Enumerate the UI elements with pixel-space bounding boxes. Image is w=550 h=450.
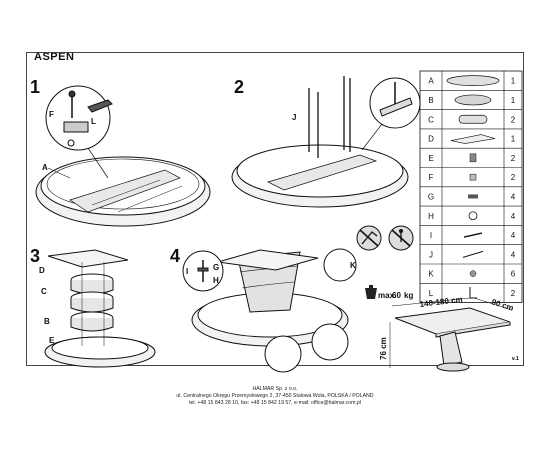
footer-company: HALMAR Sp. z o.o. [252, 386, 298, 392]
label-k: K [350, 261, 356, 270]
label-e: E [49, 336, 55, 345]
dimension-width: 90 cm [490, 297, 514, 313]
part-letter: B [428, 96, 433, 105]
part-letter: C [428, 115, 434, 124]
part-quantity: 2 [511, 154, 516, 163]
part-letter: J [429, 250, 433, 259]
weight-unit: kg [404, 291, 413, 300]
step4-table-illustration [182, 248, 357, 373]
part-k-icon [469, 270, 477, 277]
label-f: F [49, 110, 54, 119]
part-letter: D [428, 135, 434, 144]
weight-prefix: max. [378, 291, 396, 300]
part-i-icon [463, 232, 483, 238]
label-g: G [213, 263, 219, 272]
label-h: H [213, 276, 219, 285]
part-g-icon [468, 194, 478, 199]
step-3-number: 3 [30, 246, 40, 266]
part-letter: A [428, 77, 434, 86]
footer-contact: tel. +48 15 843 28 10, fax: +48 15 842 1… [189, 400, 361, 406]
label-j: J [292, 113, 296, 122]
part-quantity: 4 [511, 250, 516, 259]
dimension-length: 140-180 cm [419, 295, 463, 309]
footer-address: ul. Centralnego Okręgu Przemysłowego 2, … [176, 393, 374, 399]
label-b: B [44, 317, 50, 326]
no-standing-warning-icon [388, 225, 414, 251]
part-quantity: 4 [511, 231, 516, 240]
dimension-height: 76 cm [379, 337, 388, 360]
weight-icon [365, 285, 377, 299]
label-l: L [91, 117, 96, 126]
part-quantity: 2 [511, 289, 516, 298]
dimension-drawing [389, 297, 513, 372]
part-quantity: 1 [511, 96, 516, 105]
part-b-icon [454, 94, 492, 106]
part-h-icon [468, 211, 478, 221]
product-title: ASPEN [34, 51, 75, 63]
part-letter: G [428, 192, 434, 201]
leader-a [47, 167, 71, 179]
part-quantity: 2 [511, 115, 516, 124]
part-quantity: 1 [511, 135, 516, 144]
step1-table-illustration [35, 85, 211, 227]
part-quantity: 6 [511, 270, 516, 279]
part-letter: H [428, 212, 434, 221]
step-4-number: 4 [170, 246, 180, 266]
step3-base-illustration [44, 249, 156, 368]
part-j-icon [462, 250, 484, 258]
part-l-icon [469, 286, 477, 299]
part-letter: L [429, 289, 434, 298]
part-quantity: 1 [511, 77, 516, 86]
part-letter: F [429, 173, 434, 182]
no-climbing-warning-icon [356, 225, 382, 251]
weight-value: 60 [392, 291, 401, 300]
part-letter: E [428, 154, 433, 163]
part-letter: K [428, 270, 434, 279]
label-d: D [39, 266, 45, 275]
part-a-icon [446, 75, 500, 87]
version-label: v.1 [511, 356, 519, 362]
part-f-icon [469, 173, 477, 181]
part-quantity: 4 [511, 212, 516, 221]
part-quantity: 2 [511, 173, 516, 182]
label-c: C [41, 287, 47, 296]
step-2-number: 2 [234, 77, 244, 97]
part-letter: I [430, 231, 432, 240]
part-quantity: 4 [511, 192, 516, 201]
label-i: I [186, 267, 188, 276]
part-c-icon [458, 114, 488, 124]
part-e-icon [469, 153, 477, 163]
step-1-number: 1 [30, 77, 40, 97]
step2-table-illustration [231, 76, 421, 208]
label-a: A [42, 163, 48, 172]
part-d-icon [450, 134, 496, 144]
